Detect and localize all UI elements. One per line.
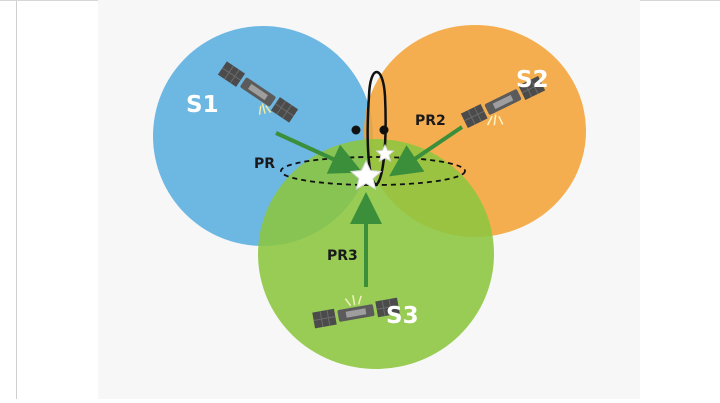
left-border-line — [16, 0, 17, 399]
pr3-label: PR3 — [327, 248, 358, 264]
gnss-trilateration-diagram: S1 S2 S3 PR PR2 PR3 — [153, 25, 586, 369]
top-right-border-line — [640, 0, 720, 1]
diagram-canvas: S1 S2 S3 PR PR2 PR3 — [98, 0, 640, 399]
s1-label: S1 — [186, 92, 219, 118]
top-left-border-line — [0, 0, 98, 1]
s2-label: S2 — [516, 67, 549, 93]
right-margin — [640, 0, 720, 399]
intersection-star — [375, 143, 395, 162]
satellite-s3-icon — [312, 295, 400, 329]
receiver-position-star — [349, 159, 383, 191]
arrow-from-s2 — [389, 125, 464, 177]
pr-label: PR — [254, 156, 275, 172]
intersection-point-left — [351, 125, 361, 135]
satellite-s1-icon — [217, 61, 299, 123]
arrow-from-s1 — [275, 131, 363, 174]
intersection-point-right — [379, 125, 389, 135]
pr2-label: PR2 — [415, 113, 446, 129]
satellite-s2-icon — [460, 75, 546, 129]
left-margin — [0, 0, 98, 399]
s3-label: S3 — [386, 303, 419, 329]
s3-coverage-circle — [258, 139, 494, 369]
